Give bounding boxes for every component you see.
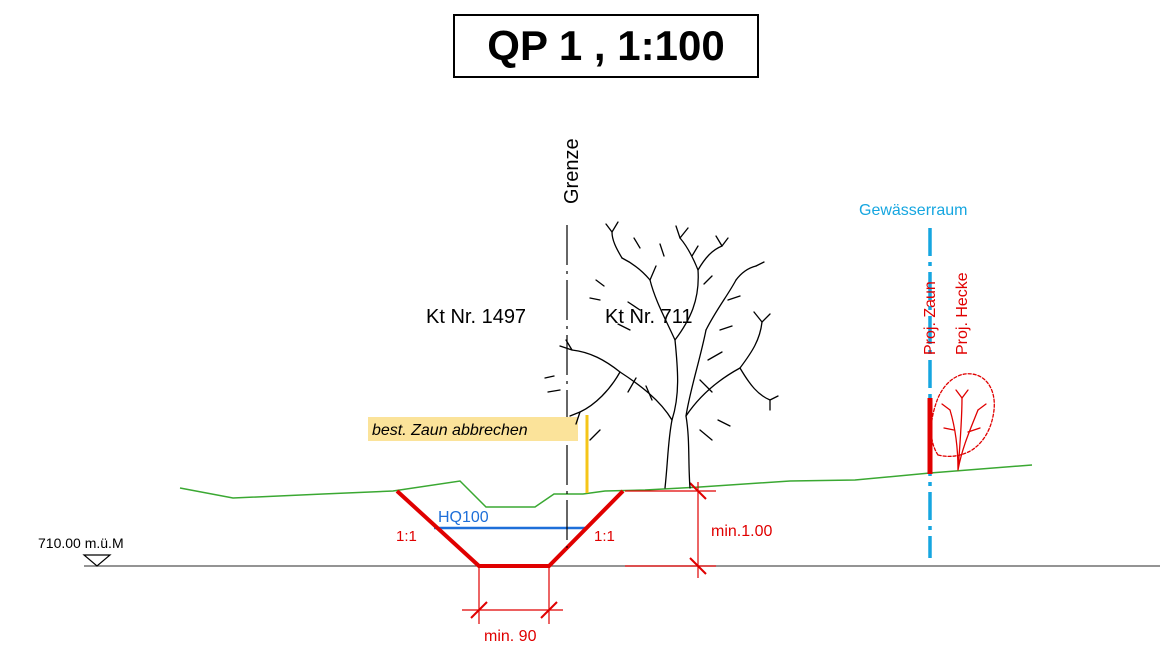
slope-right-label: 1:1: [594, 528, 615, 545]
drawing-title: QP 1 , 1:100: [453, 14, 759, 78]
parcel-left-label: Kt Nr. 1497: [426, 306, 526, 328]
min-width-label: min. 90: [484, 628, 537, 645]
terrain-line: [179, 464, 1033, 508]
boundary-label: Grenze: [561, 138, 583, 204]
slope-left-label: 1:1: [396, 528, 417, 545]
fence-note-highlight: [368, 417, 578, 441]
min-width-dimension: [462, 568, 563, 624]
hq100-label: HQ100: [438, 509, 489, 526]
parcel-right-label: Kt Nr. 711: [605, 306, 692, 328]
channel-profile: [395, 489, 625, 568]
fence-removal-note: best. Zaun abbrechen: [372, 422, 528, 439]
existing-tree-icon: [544, 221, 779, 489]
reference-level-label: 710.00 m.ü.M: [38, 535, 124, 551]
min-height-dimension: [625, 482, 716, 578]
proj-hecke-label: Proj. Hecke: [954, 272, 971, 355]
gewaesserraum-label: Gewässerraum: [859, 202, 967, 219]
min-height-label: min.1.00: [711, 523, 772, 540]
projected-hedge-icon: [930, 373, 995, 471]
proj-zaun-label: Proj. Zaun: [922, 281, 939, 355]
level-marker-icon: [82, 554, 112, 567]
